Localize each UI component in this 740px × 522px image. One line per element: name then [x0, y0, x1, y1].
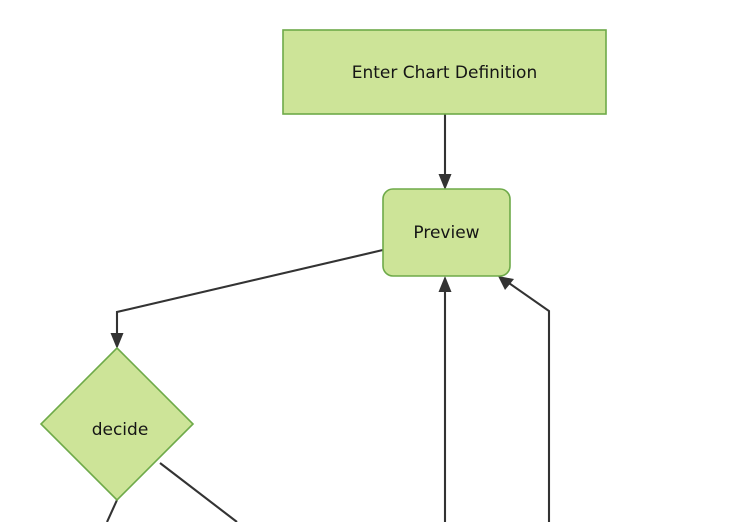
edge-return-right-to-preview[interactable]	[498, 276, 551, 522]
arrowhead-icon	[498, 276, 514, 290]
edge-enter-to-preview[interactable]	[438, 114, 452, 190]
edge-preview-to-decide-line	[115, 248, 384, 340]
edge-preview-to-decide[interactable]	[110, 248, 384, 349]
node-preview[interactable]: Preview	[382, 188, 511, 277]
edge-decide-out-bottom[interactable]	[106, 499, 118, 522]
node-layer: Enter Chart Definition Preview decide	[39, 29, 607, 502]
edge-decide-out-right-line	[159, 462, 238, 522]
node-enter-chart-definition-shape	[282, 29, 607, 115]
node-enter-chart-definition[interactable]: Enter Chart Definition	[282, 29, 607, 115]
edge-return-left-to-preview[interactable]	[438, 276, 452, 522]
node-preview-label: Preview	[413, 223, 479, 243]
node-enter-chart-definition-label: Enter Chart Definition	[352, 63, 537, 83]
node-preview-shape	[382, 188, 511, 277]
edge-decide-out-bottom-line	[106, 499, 118, 522]
node-decide[interactable]: decide	[39, 346, 195, 502]
arrowhead-icon	[438, 174, 452, 190]
edge-layer	[106, 114, 551, 522]
edge-decide-out-right[interactable]	[159, 462, 238, 522]
node-decide-shape	[39, 346, 195, 502]
arrowhead-icon	[110, 333, 124, 349]
edge-return-right-to-preview-line	[505, 280, 551, 522]
arrowhead-icon	[438, 276, 452, 292]
node-decide-label: decide	[92, 420, 149, 440]
